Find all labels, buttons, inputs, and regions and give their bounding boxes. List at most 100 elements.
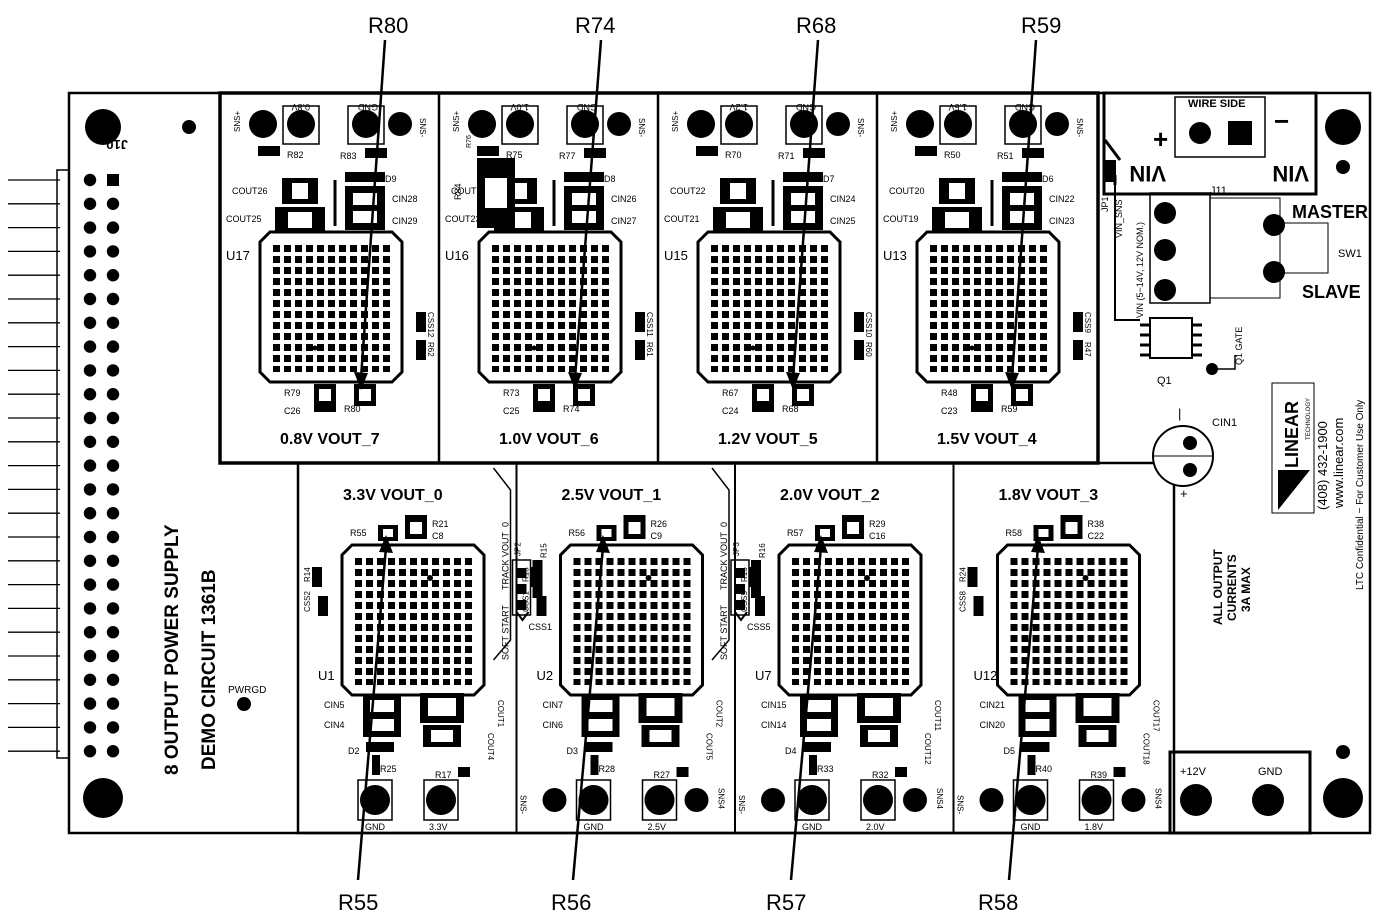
rt2-label: R29	[869, 519, 886, 529]
soft-start-cap	[312, 567, 322, 587]
soft-start-label: SOFT START	[501, 604, 511, 660]
module-ref: U16	[445, 248, 469, 263]
rss-label: R16	[758, 543, 767, 558]
cin-label: CIN6	[543, 720, 564, 730]
output-cap-center	[649, 730, 672, 742]
extra-label: R76	[466, 135, 473, 148]
vout-terminal	[860, 779, 896, 821]
feedback-cap	[533, 402, 555, 412]
sns-plus-label: SNS4	[935, 788, 944, 809]
input-cap	[783, 186, 823, 230]
connector-pad	[83, 626, 97, 639]
connector-pad	[83, 197, 97, 210]
vout-pad	[725, 110, 753, 138]
connector-pad	[83, 459, 97, 472]
bga-module	[996, 543, 1141, 697]
connector-housing	[56, 169, 70, 759]
resistor	[803, 148, 825, 158]
vout-title: 1.0V VOUT_6	[499, 431, 599, 448]
sns-minus-pad	[542, 788, 567, 812]
callout-label-bottom: R58	[978, 890, 1018, 915]
connector-pad	[106, 269, 120, 282]
connector-pad	[106, 292, 120, 306]
rt-label: R56	[569, 528, 586, 538]
module-ref: U1	[318, 668, 335, 683]
resistor-label: R71	[778, 151, 795, 161]
input-cap-center	[1010, 193, 1034, 205]
input-cap-center	[588, 719, 613, 731]
vout-label: 3.3V	[429, 822, 448, 832]
vout-label: 2.0V	[866, 822, 885, 832]
callout-arrowhead	[596, 535, 610, 553]
rl-label: R33	[817, 764, 834, 774]
vout-title: 0.8V VOUT_7	[280, 431, 380, 448]
diode-label: D4	[785, 746, 797, 756]
diode-label: D9	[385, 174, 397, 184]
diode-label: D8	[604, 174, 616, 184]
connector-pad	[106, 388, 120, 401]
css-label: CSS1	[529, 622, 553, 632]
callout-arrow	[571, 546, 605, 881]
vout-terminal	[939, 105, 977, 145]
soft-start-resistor	[854, 340, 864, 360]
connector-pad	[83, 435, 97, 448]
gnd-label: GND	[365, 822, 386, 832]
output-cap-center	[292, 183, 308, 199]
css-label: CSS12	[426, 312, 435, 338]
rss-label: R15	[540, 543, 549, 558]
slave-label: SLAVE	[1302, 282, 1361, 302]
gnd-label: GND	[577, 102, 598, 112]
confidential-note: LTC Confidential − For Customer Use Only	[1355, 400, 1366, 590]
pwrgd-pad	[237, 697, 251, 711]
power-terminal-box	[1168, 750, 1312, 835]
via	[1336, 160, 1350, 174]
cout2-label: COUT4	[486, 733, 495, 761]
input-cap-center	[807, 719, 831, 731]
rl-label: R25	[380, 764, 397, 774]
output-cap-center	[949, 183, 965, 199]
connector-pad	[106, 459, 120, 472]
connector-pad	[106, 483, 120, 496]
pin1-dot	[864, 575, 870, 581]
cb-label: C26	[284, 406, 301, 416]
resistor	[477, 146, 499, 156]
connector-pad	[83, 602, 97, 615]
sns-plus-label: SNS+	[890, 111, 899, 132]
feedback-resistor-center	[797, 389, 809, 401]
connector-pad	[83, 554, 97, 567]
connector-pad	[83, 245, 97, 258]
soft-start-resistor	[635, 340, 645, 360]
vout-label: 1.5V	[948, 102, 967, 112]
gnd-pad	[797, 785, 827, 815]
rb1-label: R67	[722, 388, 739, 398]
feedback-resistor-center	[578, 389, 590, 401]
soft-start-label: SOFT START	[719, 604, 729, 660]
brand-name: LINEAR	[1282, 401, 1302, 468]
output-cap-center	[726, 212, 750, 228]
rss-label: R24	[959, 567, 968, 582]
rr-label: R39	[1091, 770, 1108, 780]
callout-label-bottom: R55	[338, 890, 378, 915]
gnd-terminal	[794, 779, 830, 821]
sns-minus-pad	[826, 112, 850, 136]
vout-label: 1.8V	[1085, 822, 1104, 832]
sns-plus-label: SNS+	[233, 111, 242, 132]
cin-label: CIN27	[611, 216, 637, 226]
resistor	[751, 560, 761, 598]
callout-arrow	[359, 39, 387, 379]
jumper-pin	[735, 568, 745, 578]
resistor	[1022, 148, 1044, 158]
gnd-terminal	[357, 779, 393, 821]
input-cap-center	[1010, 211, 1034, 223]
output-cap-center	[730, 183, 746, 199]
ct-label: C22	[1088, 531, 1105, 541]
cout-label: COUT23	[445, 214, 481, 224]
rb1-label: R48	[941, 388, 958, 398]
connector-pad	[106, 435, 120, 448]
cin-label: CIN7	[543, 700, 564, 710]
feedback-resistor-center	[1016, 389, 1028, 401]
feedback-network-center	[628, 522, 641, 534]
currents-line-3: 3A MAX	[1239, 567, 1253, 612]
diode-label: D7	[823, 174, 835, 184]
sns-minus-label: SNS-	[956, 795, 965, 814]
